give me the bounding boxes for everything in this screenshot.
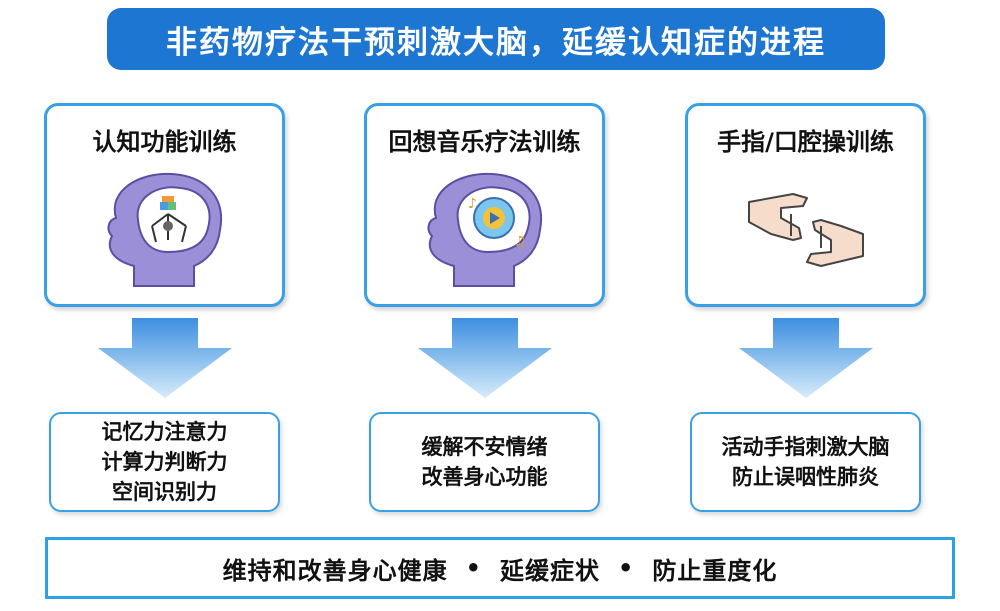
outcome-item: 延缓症状 [500,556,600,585]
desc-line: 活动手指刺激大脑 [721,435,890,459]
desc-line: 缓解不安情绪 [421,435,548,459]
card-title: 手指/口腔操训练 [717,128,894,156]
svg-text:♫: ♫ [514,234,527,250]
down-arrow [418,318,552,398]
brain-music-icon: ♪ ♫ [410,168,560,297]
card-title: 认知功能训练 [92,128,237,156]
down-arrow [98,318,232,398]
outcome-item: 维持和改善身心健康 [222,556,448,585]
desc-line: 改善身心功能 [421,465,548,489]
desc-line: 计算力判断力 [101,450,228,474]
separator-dot: • [465,554,482,582]
desc-line: 记忆力注意力 [101,420,228,444]
title-banner: 非药物疗法干预刺激大脑，延缓认知症的进程 [107,8,885,70]
outcome-item: 防止重度化 [652,556,778,585]
down-arrow [739,318,873,398]
desc-line: 防止误咽性肺炎 [732,465,879,489]
card-finger-mouth-exercise: 手指/口腔操训练 [685,103,926,307]
outcome-bar: 维持和改善身心健康 • 延缓症状 • 防止重度化 [45,537,955,599]
card-cognitive-training: 认知功能训练 [44,103,285,307]
page-title: 非药物疗法干预刺激大脑，延缓认知症的进程 [166,24,826,61]
card-title: 回想音乐疗法训练 [388,128,581,156]
desc-music-therapy: 缓解不安情绪 改善身心功能 [369,412,600,512]
desc-cognitive-training: 记忆力注意力 计算力判断力 空间识别力 [49,412,280,512]
hands-frame-icon [731,178,881,292]
brain-cognition-icon [90,168,240,297]
card-music-therapy: 回想音乐疗法训练 ♪ ♫ [364,103,605,307]
svg-text:♪: ♪ [468,196,477,212]
separator-dot: • [618,554,635,582]
desc-line: 空间识别力 [112,480,217,504]
desc-finger-mouth-exercise: 活动手指刺激大脑 防止误咽性肺炎 [690,412,921,512]
